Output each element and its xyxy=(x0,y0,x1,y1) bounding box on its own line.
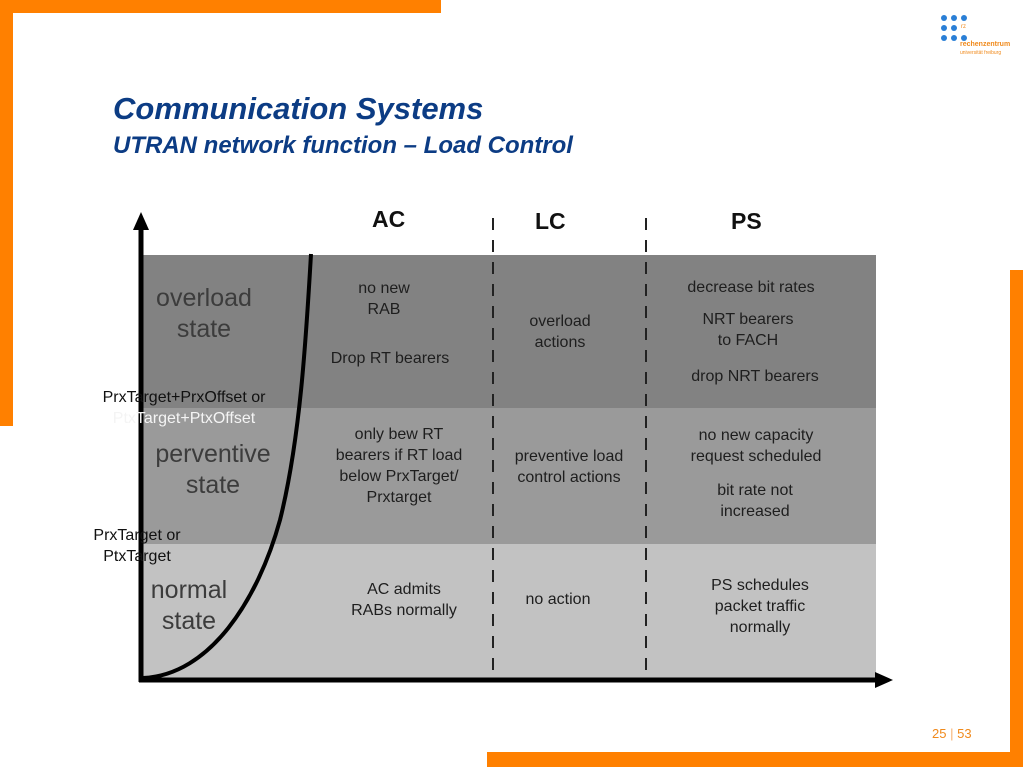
threshold-line: PtxTarget+PtxOffset xyxy=(112,410,256,427)
state-label-normal: normal state xyxy=(143,575,235,637)
cell-line: Drop RT bearers xyxy=(330,350,450,367)
cell-overload-ac-1: no new RAB xyxy=(324,278,444,320)
column-header-ps: PS xyxy=(731,208,762,234)
overload-band xyxy=(143,255,876,408)
cell-line: increased xyxy=(720,503,790,520)
state-line: overload xyxy=(156,284,252,312)
cell-overload-lc: overload actions xyxy=(500,311,620,353)
cell-overload-ps-2: NRT bearers to FACH xyxy=(678,309,818,351)
preventive-band xyxy=(143,408,876,544)
slide-title: Communication Systems xyxy=(113,91,484,126)
cell-normal-ps: PS schedules packet traffic normally xyxy=(695,575,825,638)
cell-line: overload xyxy=(529,313,591,330)
cell-line: bit rate not xyxy=(717,482,793,499)
cell-line: only bew RT xyxy=(354,426,444,443)
cell-preventive-ac: only bew RT bearers if RT load below Prx… xyxy=(318,424,480,508)
load-curve xyxy=(142,253,313,680)
cell-line: bearers if RT load xyxy=(335,447,463,464)
logo-abbreviation: rz xyxy=(961,24,966,30)
cell-line: request scheduled xyxy=(690,448,822,465)
page-separator: | xyxy=(950,726,954,741)
threshold-label-upper: PrxTarget+PrxOffset or PtxTarget+PtxOffs… xyxy=(88,387,280,429)
cell-line: normally xyxy=(729,619,791,636)
cell-preventive-ps-2: bit rate not increased xyxy=(690,480,820,522)
cell-line: actions xyxy=(534,334,586,351)
logo-dot xyxy=(961,15,967,21)
state-line: normal xyxy=(150,576,228,604)
cell-line: RABs normally xyxy=(351,602,457,619)
x-axis-arrowhead xyxy=(875,672,893,688)
top-orange-bar xyxy=(0,0,441,13)
cell-normal-lc: no action xyxy=(508,589,608,610)
cell-line: no new capacity xyxy=(698,427,814,444)
cell-line: decrease bit rates xyxy=(687,279,815,296)
cell-line: RAB xyxy=(367,301,401,318)
cell-line: NRT bearers xyxy=(702,311,794,328)
cell-preventive-ps-1: no new capacity request scheduled xyxy=(672,425,840,467)
cell-line: no action xyxy=(525,591,591,608)
logo-dot xyxy=(951,25,957,31)
page-current: 25 xyxy=(932,726,947,741)
cell-line: control actions xyxy=(517,469,621,486)
logo-dot xyxy=(951,35,957,41)
state-line: state xyxy=(185,471,241,499)
cell-preventive-lc: preventive load control actions xyxy=(499,446,639,488)
threshold-line: PrxTarget or xyxy=(93,527,181,544)
rechenzentrum-logo xyxy=(938,12,1018,60)
logo-dot xyxy=(941,35,947,41)
page-number: 25 | 53 xyxy=(932,726,972,741)
left-orange-bar xyxy=(0,0,13,426)
cell-normal-ac: AC admits RABs normally xyxy=(334,579,474,621)
threshold-label-lower: PrxTarget or PtxTarget xyxy=(84,525,190,567)
state-line: state xyxy=(161,607,217,635)
cell-line: Prxtarget xyxy=(366,489,432,506)
threshold-line: PrxTarget+PrxOffset or xyxy=(102,389,266,406)
cell-line: drop NRT bearers xyxy=(691,368,819,385)
cell-line: packet traffic xyxy=(714,598,806,615)
column-header-lc: LC xyxy=(535,208,566,234)
column-header-ac: AC xyxy=(372,206,406,232)
bottom-orange-bar xyxy=(487,752,1023,767)
y-axis-arrowhead xyxy=(133,212,149,230)
logo-institution: universität freiburg xyxy=(960,50,1002,56)
cell-overload-ps-1: decrease bit rates xyxy=(670,277,832,298)
cell-line: below PrxTarget/ xyxy=(339,468,459,485)
page-total: 53 xyxy=(957,726,972,741)
cell-line: PS schedules xyxy=(711,577,809,594)
state-line: perventive xyxy=(155,440,271,468)
right-orange-bar xyxy=(1010,270,1023,767)
cell-overload-ac-2: Drop RT bearers xyxy=(315,348,465,369)
cell-line: no new xyxy=(358,280,410,297)
cell-overload-ps-3: drop NRT bearers xyxy=(674,366,836,387)
logo-dot xyxy=(941,25,947,31)
threshold-line: PtxTarget xyxy=(103,548,171,565)
state-line: state xyxy=(176,315,232,343)
logo-name: rechenzentrum xyxy=(960,41,1011,48)
state-label-overload: overload state xyxy=(148,283,260,345)
slide-subtitle: UTRAN network function – Load Control xyxy=(113,132,573,159)
cell-line: AC admits xyxy=(367,581,441,598)
logo-dot xyxy=(941,15,947,21)
logo-dot xyxy=(951,15,957,21)
logo-dot xyxy=(961,35,967,41)
cell-line: preventive load xyxy=(514,448,624,465)
cell-line: to FACH xyxy=(717,332,779,349)
state-label-preventive: perventive state xyxy=(148,439,278,501)
